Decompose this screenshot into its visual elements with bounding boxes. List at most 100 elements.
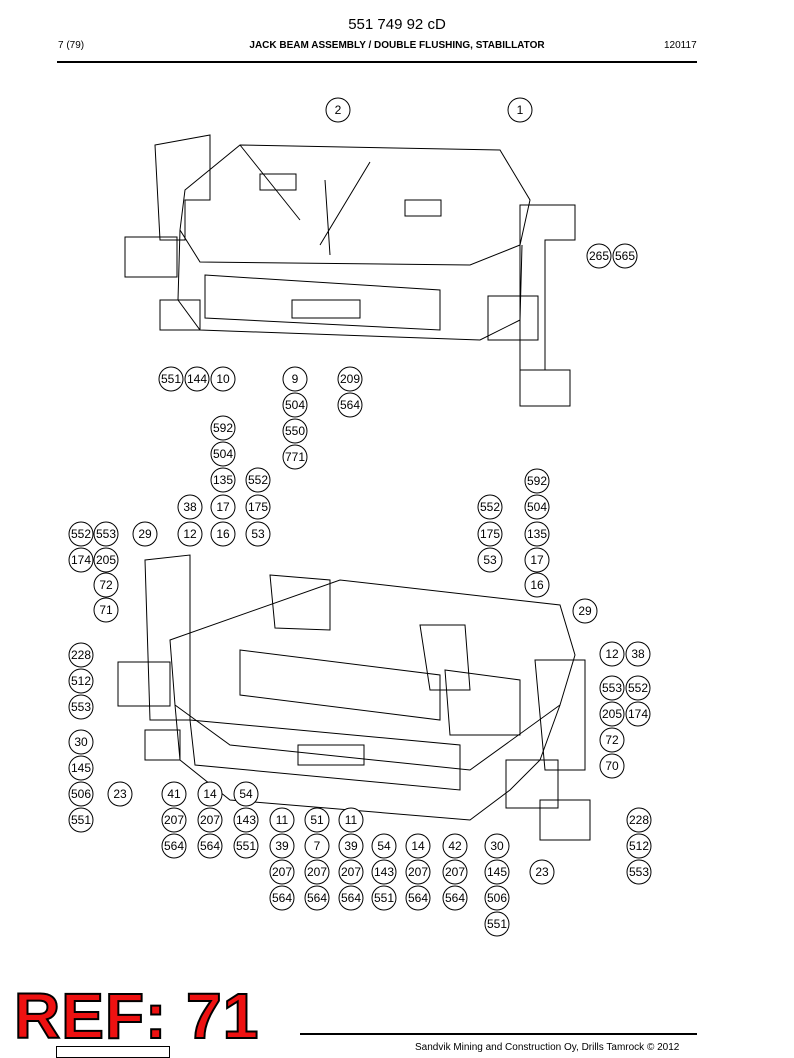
callout-553: 553 xyxy=(599,675,625,701)
callout-label: 553 xyxy=(629,865,649,879)
callout-174: 174 xyxy=(625,701,651,727)
callout-label: 54 xyxy=(239,787,253,801)
callout-207: 207 xyxy=(269,859,295,885)
callout-72: 72 xyxy=(599,727,625,753)
callout-label: 23 xyxy=(535,865,549,879)
callout-label: 17 xyxy=(530,553,544,567)
callout-207: 207 xyxy=(197,807,223,833)
callout-553: 553 xyxy=(68,694,94,720)
callout-label: 504 xyxy=(213,447,233,461)
callout-506: 506 xyxy=(68,781,94,807)
callout-label: 564 xyxy=(272,891,292,905)
callout-564: 564 xyxy=(304,885,330,911)
callout-label: 175 xyxy=(248,500,268,514)
callout-205: 205 xyxy=(599,701,625,727)
callout-label: 14 xyxy=(411,839,425,853)
bottom-frame xyxy=(169,579,576,771)
callout-564: 564 xyxy=(337,392,363,418)
callout-label: 1 xyxy=(517,103,524,117)
callout-14: 14 xyxy=(197,781,223,807)
callout-551: 551 xyxy=(484,911,510,937)
callout-207: 207 xyxy=(338,859,364,885)
callout-label: 175 xyxy=(480,527,500,541)
callout-label: 16 xyxy=(216,527,230,541)
callout-29: 29 xyxy=(572,598,598,624)
callout-551: 551 xyxy=(68,807,94,833)
callout-144: 144 xyxy=(184,366,210,392)
callout-1: 1 xyxy=(507,97,533,123)
callout-553: 553 xyxy=(626,859,652,885)
callout-label: 205 xyxy=(96,553,116,567)
callout-17: 17 xyxy=(210,494,236,520)
callout-label: 42 xyxy=(448,839,462,853)
callout-label: 592 xyxy=(213,421,233,435)
callout-label: 9 xyxy=(292,372,299,386)
callout-11: 11 xyxy=(338,807,364,833)
callout-71: 71 xyxy=(93,597,119,623)
callout-175: 175 xyxy=(477,521,503,547)
callout-label: 39 xyxy=(275,839,289,853)
top-beam xyxy=(177,229,523,341)
callout-label: 7 xyxy=(314,839,321,853)
callout-label: 53 xyxy=(483,553,497,567)
callout-565: 565 xyxy=(612,243,638,269)
callout-label: 174 xyxy=(628,707,648,721)
callout-label: 12 xyxy=(605,647,619,661)
callout-label: 551 xyxy=(236,839,256,853)
callout-143: 143 xyxy=(371,859,397,885)
callout-label: 564 xyxy=(307,891,327,905)
callout-53: 53 xyxy=(245,521,271,547)
callout-564: 564 xyxy=(405,885,431,911)
callout-label: 228 xyxy=(71,648,91,662)
callout-592: 592 xyxy=(524,468,550,494)
header-rule xyxy=(57,61,697,63)
callout-label: 16 xyxy=(530,578,544,592)
callout-23: 23 xyxy=(529,859,555,885)
callout-label: 564 xyxy=(341,891,361,905)
callout-53: 53 xyxy=(477,547,503,573)
callout-label: 207 xyxy=(408,865,428,879)
callout-label: 174 xyxy=(71,553,91,567)
callout-label: 2 xyxy=(335,103,342,117)
callout-label: 39 xyxy=(344,839,358,853)
callout-207: 207 xyxy=(161,807,187,833)
callout-label: 72 xyxy=(99,578,113,592)
callout-label: 564 xyxy=(164,839,184,853)
callout-label: 551 xyxy=(161,372,181,386)
callout-label: 209 xyxy=(340,372,360,386)
callout-label: 54 xyxy=(377,839,391,853)
callout-label: 17 xyxy=(216,500,230,514)
callout-175: 175 xyxy=(245,494,271,520)
callout-label: 553 xyxy=(96,527,116,541)
callout-41: 41 xyxy=(161,781,187,807)
callout-label: 71 xyxy=(99,603,113,617)
callout-564: 564 xyxy=(269,885,295,911)
callout-label: 23 xyxy=(113,787,127,801)
callout-label: 506 xyxy=(71,787,91,801)
callout-label: 512 xyxy=(71,674,91,688)
callout-label: 771 xyxy=(285,450,305,464)
callout-label: 552 xyxy=(71,527,91,541)
callout-51: 51 xyxy=(304,807,330,833)
callout-209: 209 xyxy=(337,366,363,392)
callout-label: 207 xyxy=(200,813,220,827)
callout-label: 553 xyxy=(602,681,622,695)
footer-copyright: Sandvik Mining and Construction Oy, Dril… xyxy=(415,1042,680,1053)
callout-551: 551 xyxy=(158,366,184,392)
callout-228: 228 xyxy=(68,642,94,668)
callout-label: 205 xyxy=(602,707,622,721)
callout-135: 135 xyxy=(210,467,236,493)
page-title: JACK BEAM ASSEMBLY / DOUBLE FLUSHING, ST… xyxy=(249,40,545,51)
callout-38: 38 xyxy=(177,494,203,520)
callout-265: 265 xyxy=(586,243,612,269)
callout-504: 504 xyxy=(524,494,550,520)
callout-16: 16 xyxy=(210,521,236,547)
callout-label: 207 xyxy=(272,865,292,879)
reference-stamp: REF: 71 xyxy=(13,980,260,1052)
callout-564: 564 xyxy=(338,885,364,911)
callout-512: 512 xyxy=(68,668,94,694)
callout-506: 506 xyxy=(484,885,510,911)
callout-label: 551 xyxy=(71,813,91,827)
callout-16: 16 xyxy=(524,572,550,598)
callout-17: 17 xyxy=(524,547,550,573)
